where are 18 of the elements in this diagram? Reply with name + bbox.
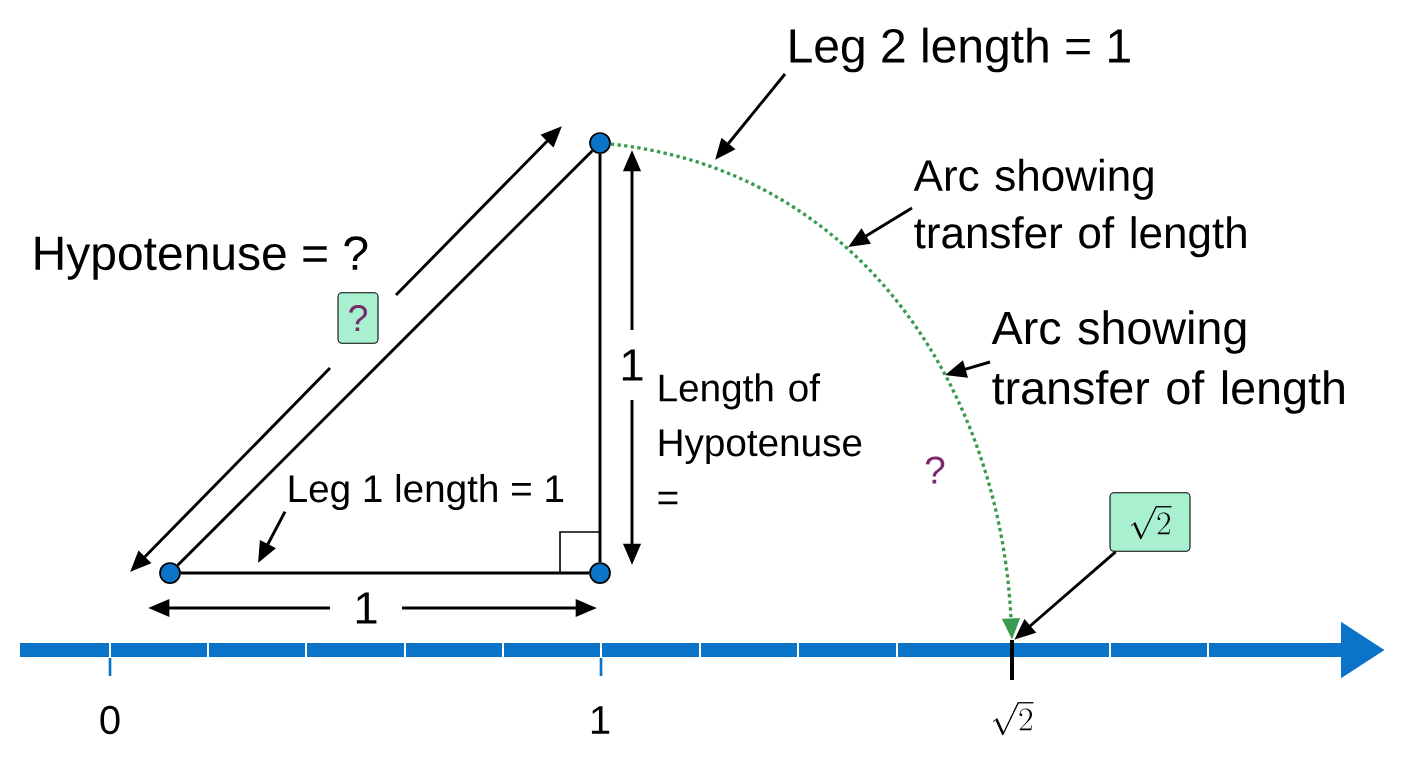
dimension-label: 1: [356, 592, 377, 624]
vertex-point: [589, 132, 611, 154]
tick-mark: [1010, 640, 1014, 680]
vertex-point: [159, 562, 181, 584]
axis-label: 1: [591, 706, 610, 734]
question-mark: ?: [925, 456, 945, 484]
triangle-side: [176, 149, 594, 567]
callout-text: Leg 1 length = 1: [289, 474, 564, 511]
answer-box: $\sqrt{2}$: [1109, 492, 1191, 552]
triangle-side: [180, 571, 590, 575]
callout-text: Arc showing transfer of length: [991, 310, 1344, 414]
vertex-point: [589, 562, 611, 584]
triangle-side: [598, 153, 602, 563]
question-box: ?: [337, 292, 379, 344]
axis-label: 0: [100, 705, 120, 735]
callout-text: Arc showing transfer of length: [913, 158, 1246, 258]
callout-text: Leg 2 length = 1: [790, 27, 1130, 73]
dimension-label: 1: [622, 349, 643, 381]
